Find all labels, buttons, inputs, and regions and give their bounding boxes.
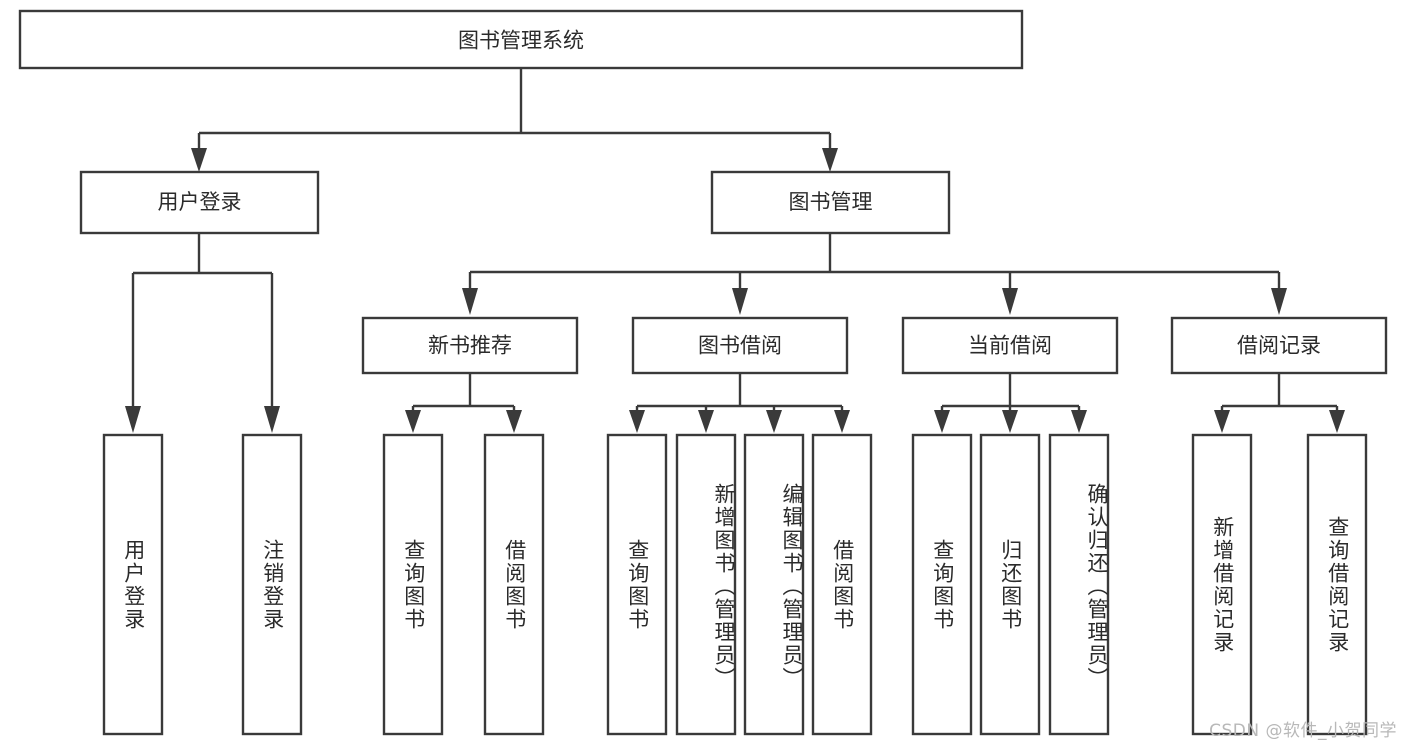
- node-user-login-label: 用户登录: [158, 190, 242, 214]
- leaf-box-query-book-1[interactable]: [382, 433, 444, 736]
- leaf-box-add-record[interactable]: [1191, 433, 1253, 736]
- leaf-box-borrow-book-1[interactable]: [483, 433, 545, 736]
- csdn-watermark: CSDN @软件_小贺同学: [1209, 721, 1397, 741]
- node-root-box[interactable]: [18, 9, 1024, 70]
- leaf-box-edit-book[interactable]: [743, 433, 805, 736]
- connector-group-current-borrow: [934, 373, 1087, 433]
- connector-group-borrow-record: [1214, 373, 1345, 433]
- arrowhead-book-manage: [822, 148, 838, 172]
- node-borrow-record-box[interactable]: [1170, 316, 1388, 375]
- arrowhead-user-login: [191, 148, 207, 172]
- leaf-box-query-book-3[interactable]: [911, 433, 973, 736]
- connector-group-user-login: [125, 233, 280, 433]
- arrowhead-leaf-query-book-1: [405, 410, 421, 433]
- arrowhead-leaf-query-book-3: [934, 410, 950, 433]
- node-book-manage-box[interactable]: [710, 170, 951, 235]
- leaf-box-confirm-return[interactable]: [1048, 433, 1110, 736]
- node-current-borrow-box[interactable]: [901, 316, 1119, 375]
- leaf-box-query-book-2[interactable]: [606, 433, 668, 736]
- arrowhead-current-borrow: [1002, 288, 1018, 315]
- arrowhead-leaf-confirm-return: [1071, 410, 1087, 433]
- arrowhead-leaf-user-login: [125, 406, 141, 433]
- connector-group-new-book-recommend: [405, 373, 522, 433]
- connector-group-root: [191, 68, 838, 172]
- arrowhead-leaf-user-logout: [264, 406, 280, 433]
- leaf-box-add-book[interactable]: [675, 433, 737, 736]
- arrowhead-leaf-query-book-2: [629, 410, 645, 433]
- arrowhead-new-book-recommend: [462, 288, 478, 315]
- node-borrow-record-label: 借阅记录: [1237, 334, 1321, 358]
- leaf-box-user-login[interactable]: [102, 433, 164, 736]
- node-root-label: 图书管理系统: [458, 29, 584, 53]
- arrowhead-leaf-add-book: [698, 410, 714, 433]
- connector-group-book-manage: [462, 233, 1287, 315]
- leaf-box-return-book[interactable]: [979, 433, 1041, 736]
- arrowhead-leaf-query-record: [1329, 410, 1345, 433]
- node-new-book-recommend-box[interactable]: [361, 316, 579, 375]
- leaf-box-query-record[interactable]: [1306, 433, 1368, 736]
- node-book-borrow-label: 图书借阅: [698, 334, 782, 358]
- arrowhead-borrow-record: [1271, 288, 1287, 315]
- node-book-borrow-box[interactable]: [631, 316, 849, 375]
- node-user-login-box[interactable]: [79, 170, 320, 235]
- node-book-manage-label: 图书管理: [789, 190, 873, 214]
- node-current-borrow-label: 当前借阅: [968, 334, 1052, 358]
- connector-group-book-borrow: [629, 373, 850, 433]
- leaf-box-user-logout[interactable]: [241, 433, 303, 736]
- arrowhead-book-borrow: [732, 288, 748, 315]
- node-new-book-recommend-label: 新书推荐: [428, 334, 512, 358]
- arrowhead-leaf-add-record: [1214, 410, 1230, 433]
- arrowhead-leaf-edit-book: [766, 410, 782, 433]
- leaf-box-borrow-book-2[interactable]: [811, 433, 873, 736]
- arrowhead-leaf-return-book: [1002, 410, 1018, 433]
- arrowhead-leaf-borrow-book-1: [506, 410, 522, 433]
- arrowhead-leaf-borrow-book-2: [834, 410, 850, 433]
